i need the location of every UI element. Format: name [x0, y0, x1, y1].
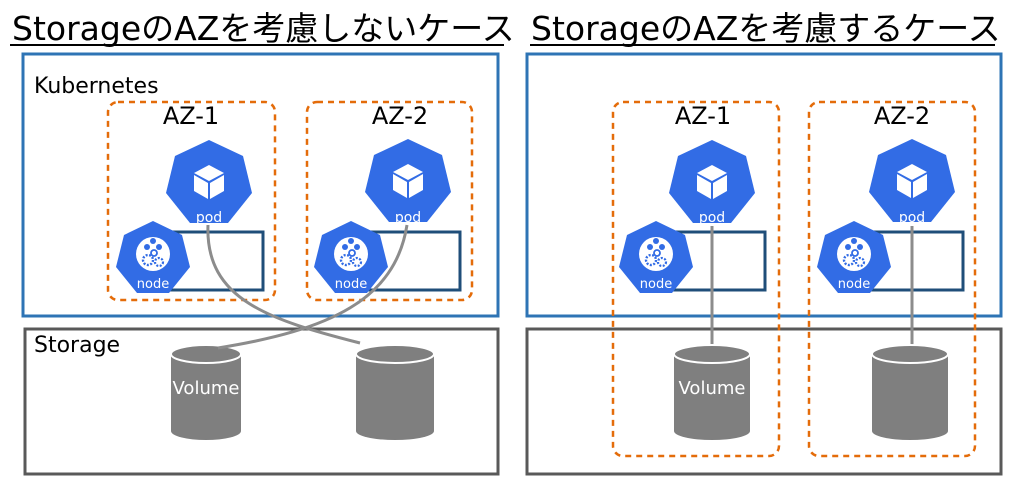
right-az2-node-label: node: [838, 277, 870, 292]
left-az2-pod-icon: [365, 139, 451, 222]
left-title: StorageのAZを考慮しないケース: [12, 9, 515, 48]
right-kubernetes-frame: [525, 52, 1003, 318]
left-az2-node-label: node: [335, 277, 367, 292]
left-az2-pod-label: pod: [395, 210, 421, 226]
right-az1-node-icon: [619, 221, 693, 293]
right-volume-1-label: Volume: [679, 378, 746, 399]
left-az1-label: AZ-1: [163, 102, 219, 130]
right-az2-label: AZ-2: [874, 102, 930, 130]
left-az1-pod-icon: [166, 140, 252, 223]
left-volume-2-icon: [355, 344, 435, 440]
right-az2-zone: [807, 100, 977, 458]
right-title: StorageのAZを考慮するケース: [531, 9, 1001, 48]
right-az2-pod-icon: [869, 139, 955, 222]
left-kubernetes-frame: [21, 52, 500, 318]
right-az1-pod-label: pod: [699, 210, 725, 226]
left-az1-node-label: node: [137, 277, 169, 292]
left-storage-label: Storage: [34, 333, 120, 358]
left-az1-node-icon: [116, 221, 190, 293]
left-az2-node-icon: [314, 221, 388, 293]
left-az2-label: AZ-2: [372, 102, 428, 130]
left-volume-1-label: Volume: [173, 378, 240, 399]
right-az2-pod-label: pod: [899, 210, 925, 226]
left-kubernetes-label: Kubernetes: [34, 74, 159, 99]
left-az1-pod-label: pod: [196, 210, 222, 226]
right-volume-1-icon: [673, 344, 751, 440]
left-link-pod1-to-volume2: [206, 224, 361, 345]
right-volume-2-icon: [871, 344, 949, 440]
left-az1-zone: [106, 100, 277, 302]
right-az2-node-icon: [817, 221, 891, 293]
right-storage-frame: [525, 327, 1003, 476]
right-az1-node-label: node: [640, 277, 672, 292]
left-storage-frame: [23, 327, 500, 476]
left-volume-1-icon: [170, 344, 242, 440]
right-az1-zone: [611, 100, 781, 458]
right-az1-label: AZ-1: [675, 102, 731, 130]
right-az1-pod-icon: [669, 140, 755, 223]
left-link-pod2-to-volume1: [217, 224, 409, 350]
